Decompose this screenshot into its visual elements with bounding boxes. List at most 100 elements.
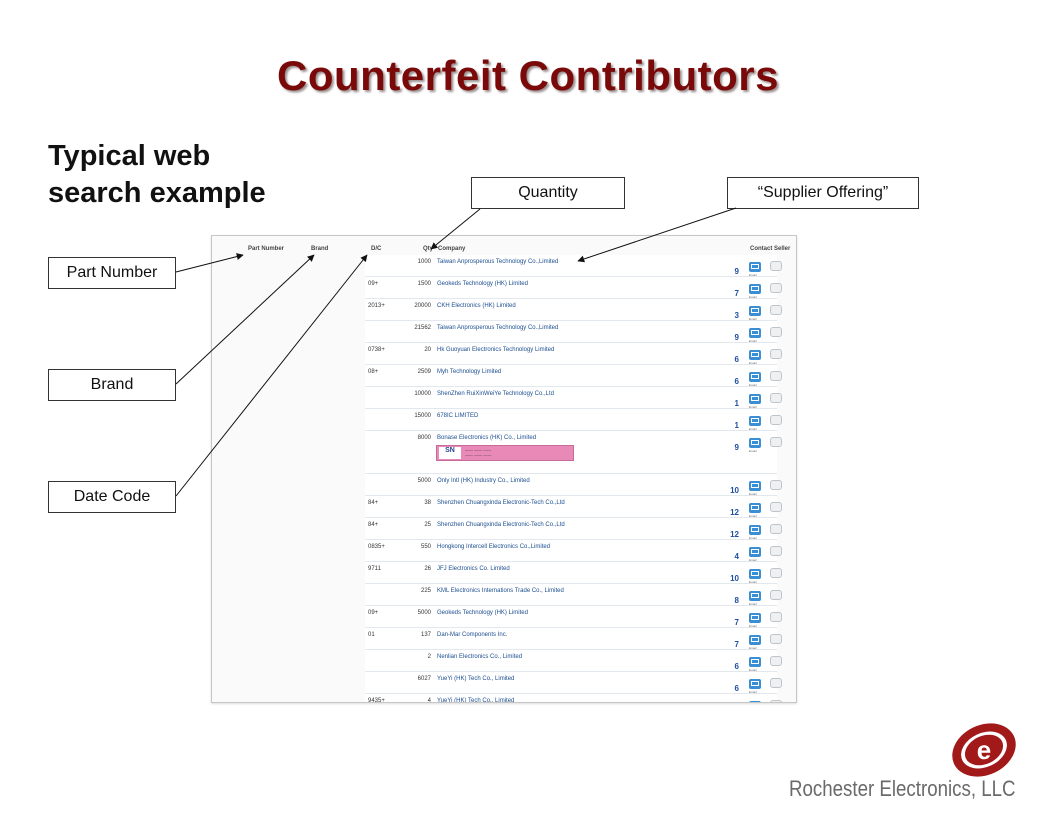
slide-subtitle: Typical web search example <box>48 140 266 209</box>
company-link[interactable]: Bonase Electronics (HK) Co., Limited <box>437 435 537 441</box>
company-link[interactable]: Myh Technology Limited <box>437 369 502 375</box>
date-code-cell: 9711 <box>368 566 381 572</box>
logo-letter: e <box>977 735 991 765</box>
arrow-supplier-offering <box>577 207 737 263</box>
supplier-count: 7 <box>734 640 739 649</box>
company-link[interactable]: Only Intl (HK) Industry Co., Limited <box>437 478 530 484</box>
date-code-cell: 09+ <box>368 281 379 287</box>
company-link[interactable]: Taiwan Anprosperous Technology Co.,Limit… <box>437 259 559 265</box>
email-icon[interactable] <box>749 635 761 645</box>
supplier-count: 12 <box>730 530 739 539</box>
chat-icon[interactable] <box>770 524 782 534</box>
footer-company-name: Rochester Electronics, LLC <box>789 776 1016 801</box>
email-icon[interactable] <box>749 547 761 557</box>
chat-icon[interactable] <box>770 371 782 381</box>
search-results-screenshot: Part Number Brand D/C Qty Company Contac… <box>211 235 797 703</box>
company-link[interactable]: Geokeds Technology (HK) Limited <box>437 610 528 616</box>
chat-icon[interactable] <box>770 634 782 644</box>
quantity-cell: 20000 <box>414 303 431 309</box>
email-icon[interactable] <box>749 679 761 689</box>
supplier-count: 7 <box>734 289 739 298</box>
email-icon[interactable] <box>749 394 761 404</box>
date-code-cell: 84+ <box>368 522 379 528</box>
email-icon[interactable] <box>749 481 761 491</box>
company-link[interactable]: Hongkong Intercell Electronics Co.,Limit… <box>437 544 551 550</box>
quantity-cell: 137 <box>420 632 431 638</box>
email-icon[interactable] <box>749 328 761 338</box>
company-link[interactable]: Geokeds Technology (HK) Limited <box>437 281 528 287</box>
date-code-cell: 01 <box>368 632 375 638</box>
company-link[interactable]: JFJ Electronics Co. Limited <box>437 566 510 572</box>
result-row: 225 KML Electronics Internations Trade Co… <box>365 584 782 606</box>
chat-icon[interactable] <box>770 261 782 271</box>
email-icon[interactable] <box>749 569 761 579</box>
chat-icon[interactable] <box>770 546 782 556</box>
company-link[interactable]: Dan-Mar Components Inc. <box>437 632 508 638</box>
supplier-count: 1 <box>734 421 739 430</box>
email-icon[interactable] <box>749 613 761 623</box>
company-link[interactable]: Shenzhen Chuangxinda Electronic-Tech Co.… <box>437 500 565 506</box>
email-icon[interactable] <box>749 416 761 426</box>
chat-icon[interactable] <box>770 568 782 578</box>
header-company: Company <box>438 246 466 252</box>
header-part-number: Part Number <box>248 246 285 252</box>
chat-icon[interactable] <box>770 393 782 403</box>
chat-icon[interactable] <box>770 612 782 622</box>
email-icon[interactable] <box>749 284 761 294</box>
company-link[interactable]: Nenlian Electronics Co., Limited <box>437 654 523 660</box>
quantity-cell: 25 <box>424 522 431 528</box>
chat-icon[interactable] <box>770 700 782 702</box>
chat-icon[interactable] <box>770 283 782 293</box>
chat-icon[interactable] <box>770 502 782 512</box>
chat-icon[interactable] <box>770 327 782 337</box>
email-icon[interactable] <box>749 701 761 702</box>
email-icon[interactable] <box>749 657 761 667</box>
company-link[interactable]: ShenZhen RuiXinWeiYe Technology Co.,Ltd <box>437 391 554 397</box>
quantity-cell: 2 <box>427 654 431 660</box>
quantity-cell: 225 <box>420 588 431 594</box>
email-label: Email <box>749 317 757 321</box>
company-link[interactable]: YueYi (HK) Tech Co., Limited <box>437 676 515 682</box>
company-link[interactable]: KML Electronics Internations Trade Co., … <box>437 588 564 594</box>
email-icon[interactable] <box>749 350 761 360</box>
quantity-cell: 10000 <box>414 391 431 397</box>
callout-date-code: Date Code <box>48 481 176 513</box>
company-link[interactable]: Shenzhen Chuangxinda Electronic-Tech Co.… <box>437 522 565 528</box>
company-link[interactable]: Taiwan Anprosperous Technology Co.,Limit… <box>437 325 559 331</box>
supplier-count: 7 <box>734 618 739 627</box>
email-icon[interactable] <box>749 306 761 316</box>
email-icon[interactable] <box>749 525 761 535</box>
supplier-count: 9 <box>734 443 739 452</box>
email-icon[interactable] <box>749 438 761 448</box>
banner-logo: SN <box>439 447 461 459</box>
chat-icon[interactable] <box>770 437 782 447</box>
email-icon[interactable] <box>749 372 761 382</box>
chat-icon[interactable] <box>770 305 782 315</box>
company-link[interactable]: 678IC LIMITED <box>437 413 479 419</box>
quantity-cell: 38 <box>424 500 431 506</box>
chat-icon[interactable] <box>770 415 782 425</box>
email-icon[interactable] <box>749 262 761 272</box>
quantity-cell: 5000 <box>417 478 431 484</box>
quantity-cell: 20 <box>424 347 431 353</box>
email-icon[interactable] <box>749 591 761 601</box>
chat-icon[interactable] <box>770 656 782 666</box>
arrow-date-code <box>175 254 368 497</box>
supplier-count: 10 <box>730 486 739 495</box>
rochester-logo-icon: e <box>952 723 1016 777</box>
email-icon[interactable] <box>749 503 761 513</box>
company-link[interactable]: YueYi (HK) Tech Co., Limited <box>437 698 515 703</box>
email-label: Email <box>749 449 757 453</box>
chat-icon[interactable] <box>770 590 782 600</box>
quantity-cell: 1500 <box>417 281 431 287</box>
company-link[interactable]: CKH Electronics (HK) Limited <box>437 303 516 309</box>
chat-icon[interactable] <box>770 480 782 490</box>
supplier-count: 9 <box>734 333 739 342</box>
email-label: Email <box>749 339 757 343</box>
chat-icon[interactable] <box>770 349 782 359</box>
company-link[interactable]: Hk Guoyuan Electronics Technology Limite… <box>437 347 555 353</box>
chat-icon[interactable] <box>770 678 782 688</box>
